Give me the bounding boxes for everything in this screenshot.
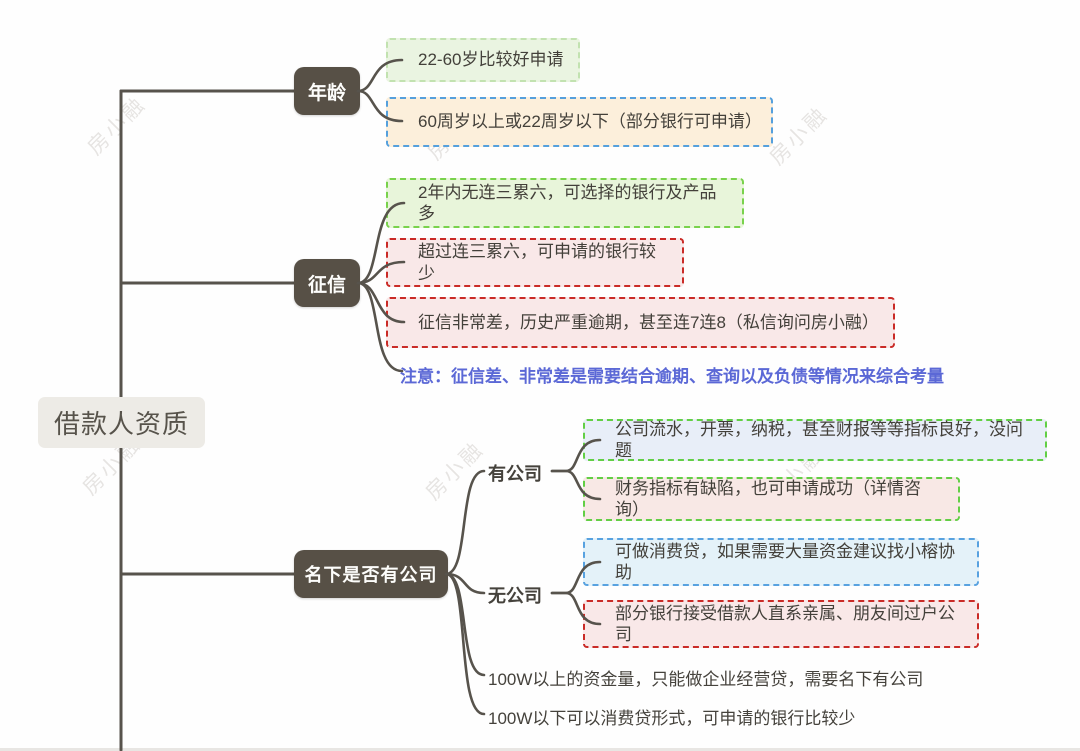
leaf-over-100w[interactable]: 100W以上的资金量，只能做企业经营贷，需要名下有公司	[488, 670, 924, 689]
leaf-consumer-loan[interactable]: 可做消费贷，如果需要大量资金建议找小榕协助	[583, 538, 979, 586]
leaf-under-100w[interactable]: 100W以下可以消费贷形式，可申请的银行比较少	[488, 709, 856, 728]
credit-note[interactable]: 注意：征信差、非常差是需要结合逾期、查询以及负债等情况来综合考量	[400, 367, 944, 386]
leaf-credit-good[interactable]: 2年内无连三累六，可选择的银行及产品多	[386, 178, 744, 228]
leaf-company-good[interactable]: 公司流水，开票，纳税，甚至财报等等指标良好，没问题	[583, 419, 1047, 461]
watermark: 房小融	[83, 92, 151, 160]
leaf-credit-bad[interactable]: 征信非常差，历史严重逾期，甚至连7连8（私信询问房小融）	[386, 297, 895, 348]
subnode-has-company[interactable]: 有公司	[488, 464, 542, 484]
subnode-no-company[interactable]: 无公司	[488, 586, 542, 606]
leaf-age-good[interactable]: 22-60岁比较好申请	[386, 38, 580, 82]
watermark: 房小融	[421, 437, 489, 505]
leaf-credit-medium[interactable]: 超过连三累六，可申请的银行较少	[386, 238, 684, 287]
leaf-age-limit[interactable]: 60周岁以上或22周岁以下（部分银行可申请）	[386, 97, 773, 147]
leaf-transfer-company[interactable]: 部分银行接受借款人直系亲属、朋友间过户公司	[583, 600, 979, 648]
leaf-company-flaw[interactable]: 财务指标有缺陷，也可申请成功（详情咨询）	[583, 477, 960, 521]
branch-node-age[interactable]: 年龄	[294, 67, 360, 115]
root-node[interactable]: 借款人资质	[38, 397, 205, 448]
canvas-bottom-edge	[0, 748, 1080, 751]
branch-node-credit[interactable]: 征信	[294, 259, 360, 307]
branch-node-company[interactable]: 名下是否有公司	[294, 550, 448, 598]
